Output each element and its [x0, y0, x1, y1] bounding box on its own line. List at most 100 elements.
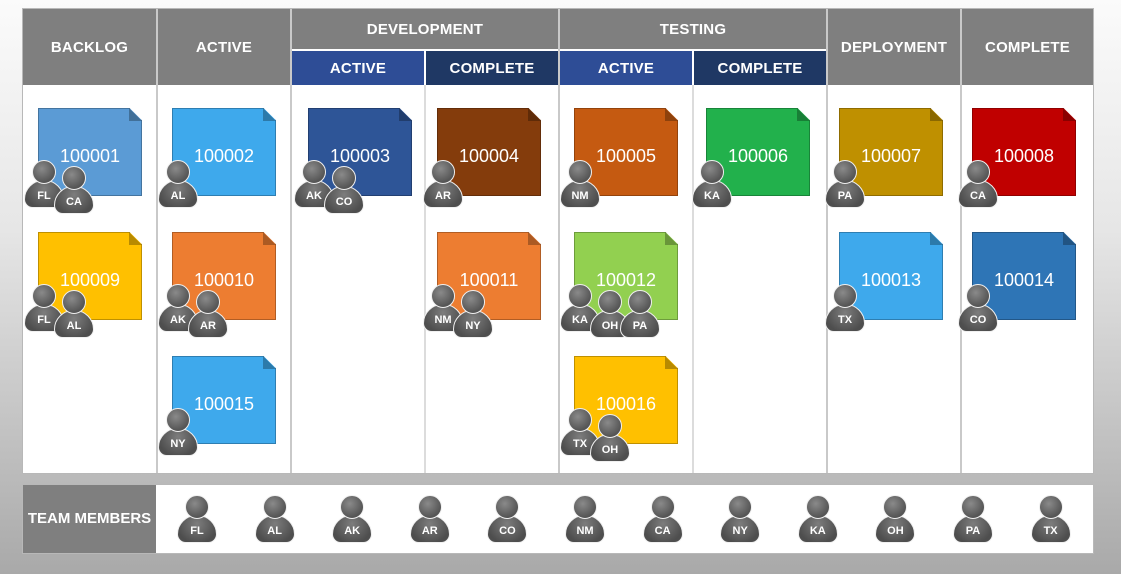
team-member-initials: AK: [306, 190, 322, 202]
team-member-avatar: PA: [825, 160, 865, 208]
column-header-test-complete: COMPLETE: [694, 51, 826, 85]
column-header-backlog: BACKLOG: [23, 9, 156, 85]
task-card-number: 100011: [459, 270, 519, 290]
column-header-dev-complete: COMPLETE: [426, 51, 558, 85]
person-head-icon: [332, 166, 356, 190]
team-member-avatar: CO: [487, 495, 528, 543]
column-header-complete: COMPLETE: [962, 9, 1093, 85]
team-member-initials: TX: [572, 438, 588, 450]
person-head-icon: [262, 495, 287, 519]
person-head-icon: [32, 284, 56, 308]
team-member-avatar: CA: [642, 495, 683, 543]
column-divider: [424, 85, 426, 473]
team-member-avatar: FL: [177, 495, 217, 543]
task-card-number: 100001: [59, 146, 121, 166]
column-divider: [960, 9, 962, 473]
person-head-icon: [166, 408, 190, 432]
task-card-number: 100012: [595, 270, 657, 290]
task-card-100016[interactable]: 100016: [574, 356, 678, 444]
team-member-initials: OH: [601, 320, 619, 332]
team-member-avatar: AR: [423, 160, 463, 208]
task-card-100004[interactable]: 100004: [437, 108, 541, 196]
team-member-initials: CA: [66, 196, 82, 208]
column-divider: [156, 9, 158, 473]
task-card-100006[interactable]: 100006: [706, 108, 810, 196]
person-head-icon: [883, 495, 908, 519]
team-member-avatar: AR: [409, 495, 450, 543]
team-member-initials: NM: [571, 190, 589, 202]
person-head-icon: [598, 290, 622, 314]
task-card-number: 100014: [993, 270, 1055, 290]
team-member-avatar: AR: [188, 290, 228, 338]
person-head-icon: [340, 495, 365, 519]
task-card-100003[interactable]: 100003: [308, 108, 412, 196]
person-head-icon: [573, 495, 597, 519]
column-header-deployment: DEPLOYMENT: [828, 9, 960, 85]
person-body-icon: [324, 186, 364, 214]
team-member-initials: KA: [572, 314, 588, 326]
task-card-number: 100003: [329, 146, 391, 166]
team-member-initials: AR: [200, 320, 216, 332]
team-member-avatar: CO: [324, 166, 364, 214]
team-member-avatar: NY: [453, 290, 493, 338]
task-card-100013[interactable]: 100013: [839, 232, 943, 320]
column-divider: [290, 9, 292, 473]
task-card-100011[interactable]: 100011: [437, 232, 541, 320]
column-header-active: ACTIVE: [158, 9, 290, 85]
task-card-100015[interactable]: 100015: [172, 356, 276, 444]
person-head-icon: [196, 290, 220, 314]
team-member-initials: NY: [170, 438, 186, 450]
group-header-testing: TESTING: [560, 9, 826, 49]
team-member-avatar: FL: [24, 284, 64, 332]
person-head-icon: [650, 495, 675, 519]
team-member-initials: CO: [499, 525, 516, 537]
task-card-100012[interactable]: 100012: [574, 232, 678, 320]
team-member-initials: AL: [170, 190, 186, 202]
person-head-icon: [700, 160, 724, 184]
person-body-icon: [642, 515, 683, 543]
person-body-icon: [560, 180, 600, 208]
team-member-avatar: TX: [1030, 495, 1071, 543]
column-header-dev-active: ACTIVE: [292, 51, 424, 85]
task-card-100007[interactable]: 100007: [839, 108, 943, 196]
person-body-icon: [797, 515, 838, 543]
team-member-avatar: AL: [54, 290, 94, 338]
team-member-initials: NM: [434, 314, 452, 326]
team-member-initials: AK: [170, 314, 186, 326]
task-card-number: 100002: [193, 146, 255, 166]
team-member-initials: CA: [654, 525, 671, 537]
task-card-100002[interactable]: 100002: [172, 108, 276, 196]
task-card-100005[interactable]: 100005: [574, 108, 678, 196]
task-card-number: 100004: [458, 146, 520, 166]
task-card-number: 100007: [860, 146, 922, 166]
person-head-icon: [568, 160, 592, 184]
task-card-100009[interactable]: 100009: [38, 232, 142, 320]
person-head-icon: [166, 160, 190, 184]
task-card-100010[interactable]: 100010: [172, 232, 276, 320]
person-head-icon: [1038, 495, 1063, 519]
team-member-avatar: TX: [560, 408, 600, 456]
team-member-avatar: NY: [720, 495, 761, 543]
team-member-avatar: CA: [54, 166, 94, 214]
person-head-icon: [431, 160, 455, 184]
task-card-100008[interactable]: 100008: [972, 108, 1076, 196]
person-head-icon: [62, 166, 86, 190]
person-body-icon: [620, 310, 660, 338]
person-head-icon: [185, 495, 209, 519]
person-body-icon: [332, 515, 373, 543]
task-card-100001[interactable]: 100001: [38, 108, 142, 196]
team-member-initials: AR: [435, 190, 451, 202]
team-member-initials: AL: [66, 320, 82, 332]
team-member-initials: PA: [965, 525, 981, 537]
person-head-icon: [568, 408, 592, 432]
person-head-icon: [417, 495, 442, 519]
person-body-icon: [177, 515, 217, 543]
task-card-number: 100005: [595, 146, 657, 166]
task-card-number: 100016: [595, 394, 657, 414]
person-head-icon: [568, 284, 592, 308]
team-member-initials: KA: [704, 190, 720, 202]
person-head-icon: [966, 284, 990, 308]
task-card-100014[interactable]: 100014: [972, 232, 1076, 320]
person-body-icon: [254, 515, 295, 543]
team-member-initials: PA: [632, 320, 648, 332]
